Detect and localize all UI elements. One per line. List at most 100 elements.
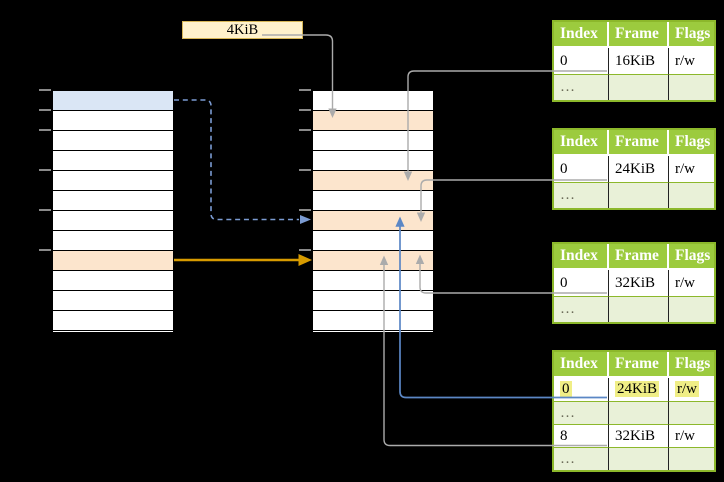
memory-cell	[53, 151, 173, 171]
memory-cell	[313, 311, 433, 331]
memory-cell	[53, 231, 173, 251]
table-cell	[609, 296, 669, 322]
arrow-dashed-left-row0-to-middle-row6	[174, 99, 311, 224]
memory-cell	[53, 131, 173, 151]
table-cell: …	[554, 74, 609, 100]
memory-cell	[313, 111, 433, 131]
memory-cell	[313, 211, 433, 231]
table-cell: r/w	[675, 274, 695, 291]
memory-cell	[313, 251, 433, 271]
memory-cell	[313, 231, 433, 251]
tick-mark	[299, 109, 311, 111]
memory-cell	[313, 151, 433, 171]
memory-cell	[313, 171, 433, 191]
table-cell: …	[554, 401, 609, 424]
table-cell	[669, 296, 714, 322]
column-header: Flags	[669, 22, 714, 48]
column-header: Index	[554, 352, 609, 378]
column-header: Index	[554, 130, 609, 156]
column-header: Frame	[609, 352, 669, 378]
memory-cell	[313, 191, 433, 211]
memory-cell	[313, 131, 433, 151]
table-cell: 24KiB	[609, 378, 669, 401]
memory-cell	[53, 171, 173, 191]
middle-memory-column	[299, 89, 434, 333]
memory-cell	[313, 291, 433, 311]
column-header: Frame	[609, 244, 669, 270]
table-row: …	[554, 74, 714, 100]
tick-mark	[299, 209, 311, 211]
column-header: Flags	[669, 130, 714, 156]
table-row: 0 24KiB r/w	[554, 378, 714, 401]
table-cell: r/w	[669, 424, 714, 447]
column-header: Flags	[669, 244, 714, 270]
page-size-label: 4KiB	[182, 21, 303, 39]
memory-cell	[53, 191, 173, 211]
table-cell	[669, 182, 714, 208]
tick-mark	[39, 209, 51, 211]
column-header: Frame	[609, 130, 669, 156]
table-cell: 0	[554, 270, 609, 296]
memory-cell	[53, 311, 173, 331]
tick-mark	[299, 129, 311, 131]
table-cell	[669, 447, 714, 470]
column-header: Index	[554, 244, 609, 270]
column-header: Frame	[609, 22, 669, 48]
table-cell: 0	[554, 156, 609, 182]
left-memory-column	[39, 89, 174, 333]
memory-cell	[313, 91, 433, 111]
table-row: …	[554, 401, 714, 424]
highlighted-value: 24KiB	[615, 381, 660, 397]
table-row: …	[554, 296, 714, 322]
table-cell: r/w	[669, 378, 714, 401]
table-cell: …	[554, 182, 609, 208]
arrow-orange-left-row8-to-middle-row8	[174, 254, 312, 266]
memory-cell	[53, 291, 173, 311]
memory-cell	[53, 211, 173, 231]
table-cell: 0	[554, 378, 609, 401]
tick-mark	[299, 169, 311, 171]
table-cell: r/w	[675, 160, 695, 177]
table-cell: 24KiB	[609, 156, 669, 182]
table-cell	[609, 74, 669, 100]
column-header: Flags	[669, 352, 714, 378]
highlighted-value: r/w	[675, 381, 699, 397]
table-row: …	[554, 182, 714, 208]
memory-cell	[313, 271, 433, 291]
tick-mark	[39, 129, 51, 131]
memory-cell	[53, 111, 173, 131]
table-cell: 0	[554, 48, 609, 74]
tick-mark	[299, 89, 311, 91]
table-cell	[609, 182, 669, 208]
highlighted-value: 0	[560, 381, 572, 397]
tick-mark	[39, 89, 51, 91]
memory-cell	[53, 271, 173, 291]
table-cell	[609, 401, 669, 424]
column-header: Index	[554, 22, 609, 48]
table-cell: 32KiB	[609, 424, 669, 447]
table-cell	[609, 447, 669, 470]
tick-mark	[39, 249, 51, 251]
table-cell: r/w	[675, 52, 695, 69]
memory-cell	[53, 251, 173, 271]
tick-mark	[39, 109, 51, 111]
table-cell	[669, 74, 714, 100]
table-cell: 32KiB	[609, 270, 669, 296]
tick-mark	[39, 169, 51, 171]
table-cell: 16KiB	[609, 48, 669, 74]
table-cell	[669, 401, 714, 424]
table-cell: …	[554, 296, 609, 322]
table-cell: 8	[554, 424, 609, 447]
table-cell: …	[554, 447, 609, 470]
memory-cell	[53, 91, 173, 111]
tick-mark	[299, 249, 311, 251]
table-row: …	[554, 447, 714, 470]
